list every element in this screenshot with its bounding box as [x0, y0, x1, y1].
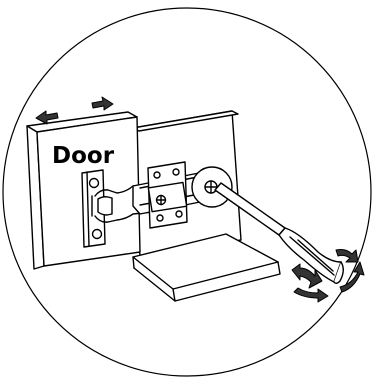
adjustment-screw	[157, 196, 166, 205]
door-label: Door	[52, 143, 115, 169]
mounting-plate	[148, 162, 187, 228]
